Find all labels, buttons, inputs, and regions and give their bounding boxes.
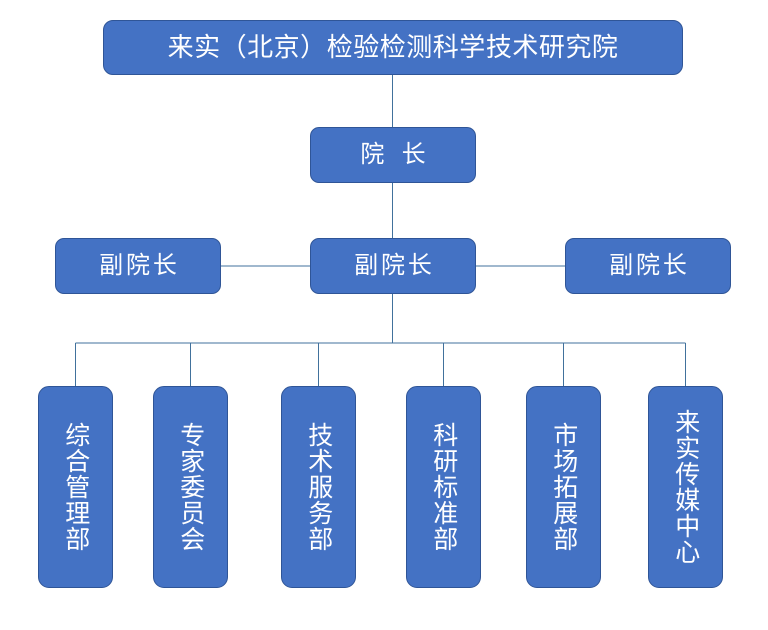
- department-1-label: 综合管理部: [61, 422, 90, 552]
- node-deputy-director-1[interactable]: 副院长: [55, 238, 221, 294]
- node-department-market-development[interactable]: 市场拓展部: [526, 386, 601, 588]
- node-department-expert-committee[interactable]: 专家委员会: [153, 386, 228, 588]
- node-department-general-management[interactable]: 综合管理部: [38, 386, 113, 588]
- institute-title-label: 来实（北京）检验检测科学技术研究院: [167, 31, 619, 62]
- node-deputy-director-2[interactable]: 副院长: [310, 238, 476, 294]
- department-6-label: 来实传媒中心: [671, 409, 700, 565]
- node-institute-title[interactable]: 来实（北京）检验检测科学技术研究院: [103, 20, 683, 75]
- department-5-label: 市场拓展部: [549, 422, 578, 552]
- department-4-label: 科研标准部: [429, 422, 458, 552]
- node-director[interactable]: 院 长: [310, 127, 476, 183]
- node-department-research-standards[interactable]: 科研标准部: [406, 386, 481, 588]
- department-3-label: 技术服务部: [304, 422, 333, 552]
- node-deputy-director-3[interactable]: 副院长: [565, 238, 731, 294]
- node-department-laishi-media-center[interactable]: 来实传媒中心: [648, 386, 723, 588]
- deputy-director-1-label: 副院长: [99, 252, 180, 280]
- deputy-director-2-label: 副院长: [354, 252, 435, 280]
- node-department-technical-service[interactable]: 技术服务部: [281, 386, 356, 588]
- department-2-label: 专家委员会: [176, 422, 205, 552]
- director-label: 院 长: [360, 141, 431, 169]
- deputy-director-3-label: 副院长: [609, 252, 690, 280]
